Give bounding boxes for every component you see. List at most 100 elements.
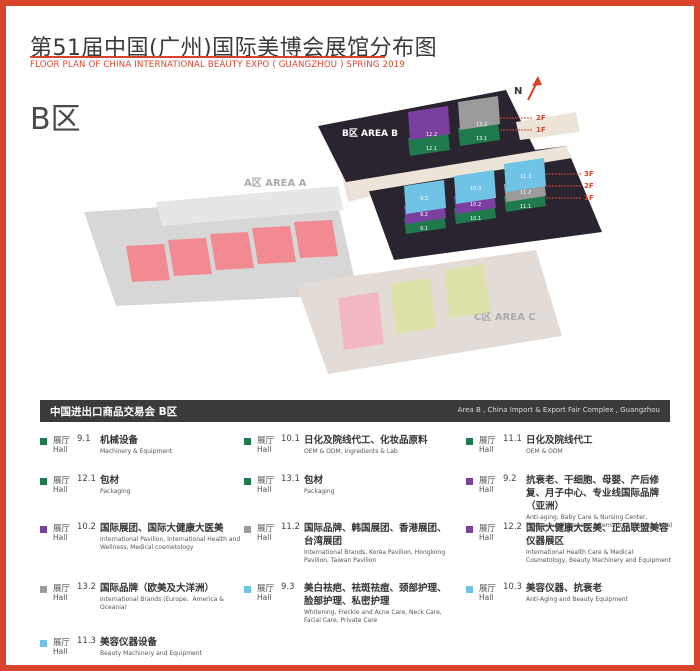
hall-block-9.3 [404, 180, 446, 214]
poster-frame: 第51届中国(广州)国际美博会展馆分布图 FLOOR PLAN OF CHINA… [6, 6, 694, 665]
category-name-cn: 包材 [304, 475, 324, 486]
category-name-en: Machinery & Equipment [100, 448, 173, 455]
category-name-en: OEM & ODM, Ingredients & Lab [304, 448, 398, 455]
area-b-lower-halls: 9.39.29.110.310.210.111.311.211.1 [404, 158, 546, 234]
category-name-en: International Brands (Europe、America & O… [100, 596, 224, 611]
area-c-label: C区 AREA C [474, 311, 536, 323]
hall-label-en: Hall [53, 533, 68, 542]
category-name-cn: 国际展团、国际大健康大医美 [100, 523, 224, 534]
hall-label-en: Hall [53, 593, 68, 602]
area-a-hall-2 [168, 238, 212, 276]
category-name-en: International Health Care & Medical Cosm… [526, 549, 671, 564]
hall-stack-g1: 12.212.1 [408, 106, 450, 156]
category-name-cn: 日化及院线代工、化妆品原料 [304, 435, 428, 446]
floor-indicators-top: 2F 1F [500, 114, 546, 134]
hall-label-en: Hall [479, 445, 494, 454]
hall-number: 9.2 [503, 474, 517, 484]
hall-label-cn: 展厅 [479, 476, 497, 486]
legend-swatch [40, 526, 47, 533]
floor-label-mid-2f: 2F [584, 182, 594, 190]
legend-swatch [466, 438, 473, 445]
hall-stack-g2: 13.2 13.1 [458, 96, 500, 146]
legend-title-bar: 中国进出口商品交易会 B区 Area B , China Import & Ex… [40, 400, 670, 422]
category-name-en: Whitening, Freckle and Acne Care, Neck C… [304, 609, 442, 624]
area-b-walkway [346, 146, 572, 194]
hall-number: 11.2 [281, 522, 300, 532]
category-name-cn: 美容仪器设备 [100, 637, 158, 648]
legend-swatch [244, 438, 251, 445]
hall-label-en: Hall [479, 593, 494, 602]
category-name-en: International Pavilion, International He… [100, 536, 241, 551]
area-a-hall-5 [294, 220, 338, 258]
hall-number: 10.2 [77, 522, 96, 532]
hall-label-cn: 展厅 [53, 476, 71, 486]
hall-number: 12.1 [77, 474, 96, 484]
hall-number: 12.2 [503, 522, 522, 532]
hall-number: 13.2 [77, 582, 96, 592]
floor-indicators-mid: 3F 2F 1F [546, 170, 594, 202]
category-name-en: Anti-aging, Baby Care & Nursing Center, … [526, 514, 673, 529]
hall-label-cn: 展厅 [257, 436, 275, 446]
area-c-hall-1 [338, 292, 384, 350]
legend-swatch [466, 526, 473, 533]
hall-label-cn: 展厅 [479, 524, 497, 534]
title-rule [30, 56, 385, 58]
legend-swatch [466, 478, 473, 485]
hall-label: 10.2 [470, 202, 481, 208]
legend-title: 中国进出口商品交易会 B区 [50, 406, 178, 418]
hall-stack-m3: 11.311.211.1 [504, 158, 546, 212]
area-b-label: B区 AREA B [342, 128, 398, 139]
category-name-cn: 机械设备 [100, 435, 139, 446]
compass-label: N [514, 86, 522, 97]
area-b-road [516, 112, 580, 140]
hall-label: 11.3 [520, 174, 531, 180]
legend-swatch [244, 478, 251, 485]
hall-number: 11.3 [77, 636, 96, 646]
floor-label-top-1f: 1F [536, 126, 546, 134]
hall-label: 9.3 [420, 196, 428, 202]
hall-label-cn: 展厅 [257, 476, 275, 486]
category-name-en: Beauty Machinery and Equipment [100, 650, 202, 657]
area-a-walkway [156, 186, 344, 226]
hall-label: 13.1 [476, 136, 487, 142]
floor-label-mid-1f: 1F [584, 194, 594, 202]
hall-label-en: Hall [257, 533, 272, 542]
area-b-upper-halls: 12.212.1 13.2 13.1 [408, 96, 500, 156]
hall-label-en: Hall [479, 533, 494, 542]
category-name-en: Packaging [100, 488, 131, 495]
hall-block-12.2 [408, 106, 450, 140]
hall-label: 11.1 [520, 204, 531, 210]
category-name-cn: 国际品牌（欧美及大洋洲） [100, 583, 215, 594]
hall-label-cn: 展厅 [53, 524, 71, 534]
area-a-hall-4 [252, 226, 296, 264]
legend-swatch [244, 586, 251, 593]
hall-label: 13.2 [476, 122, 487, 128]
hall-number: 10.1 [281, 434, 300, 444]
hall-label-cn: 展厅 [53, 638, 71, 648]
legend-swatch [466, 586, 473, 593]
category-name-cn: 抗衰老、干细胞、母婴、产后修复、月子中心、专业线国际品牌（亚洲） [526, 475, 660, 512]
hall-label: 9.1 [420, 226, 428, 232]
category-name-cn: 美白祛疤、祛斑祛痘、颈部护理、脸部护理、私密护理 [304, 583, 447, 607]
north-arrow-icon: N [514, 76, 542, 101]
legend-swatch [40, 640, 47, 647]
category-name-cn: 日化及院线代工 [526, 435, 593, 446]
hall-block-11.3 [504, 158, 546, 192]
category-name-cn: 国际大健康大医美、正品联盟美容仪器展区 [526, 523, 669, 547]
category-name-cn: 国际品牌、韩国展团、香港展团、台湾展团 [304, 523, 447, 547]
hall-label-en: Hall [257, 485, 272, 494]
hall-label-en: Hall [53, 485, 68, 494]
legend-swatch [40, 586, 47, 593]
category-name-en: Anti-Aging and Beauty Equipment [526, 596, 628, 603]
category-name-en: International Brands, Korea Pavilion, Ho… [304, 549, 446, 564]
hall-label-en: Hall [257, 445, 272, 454]
